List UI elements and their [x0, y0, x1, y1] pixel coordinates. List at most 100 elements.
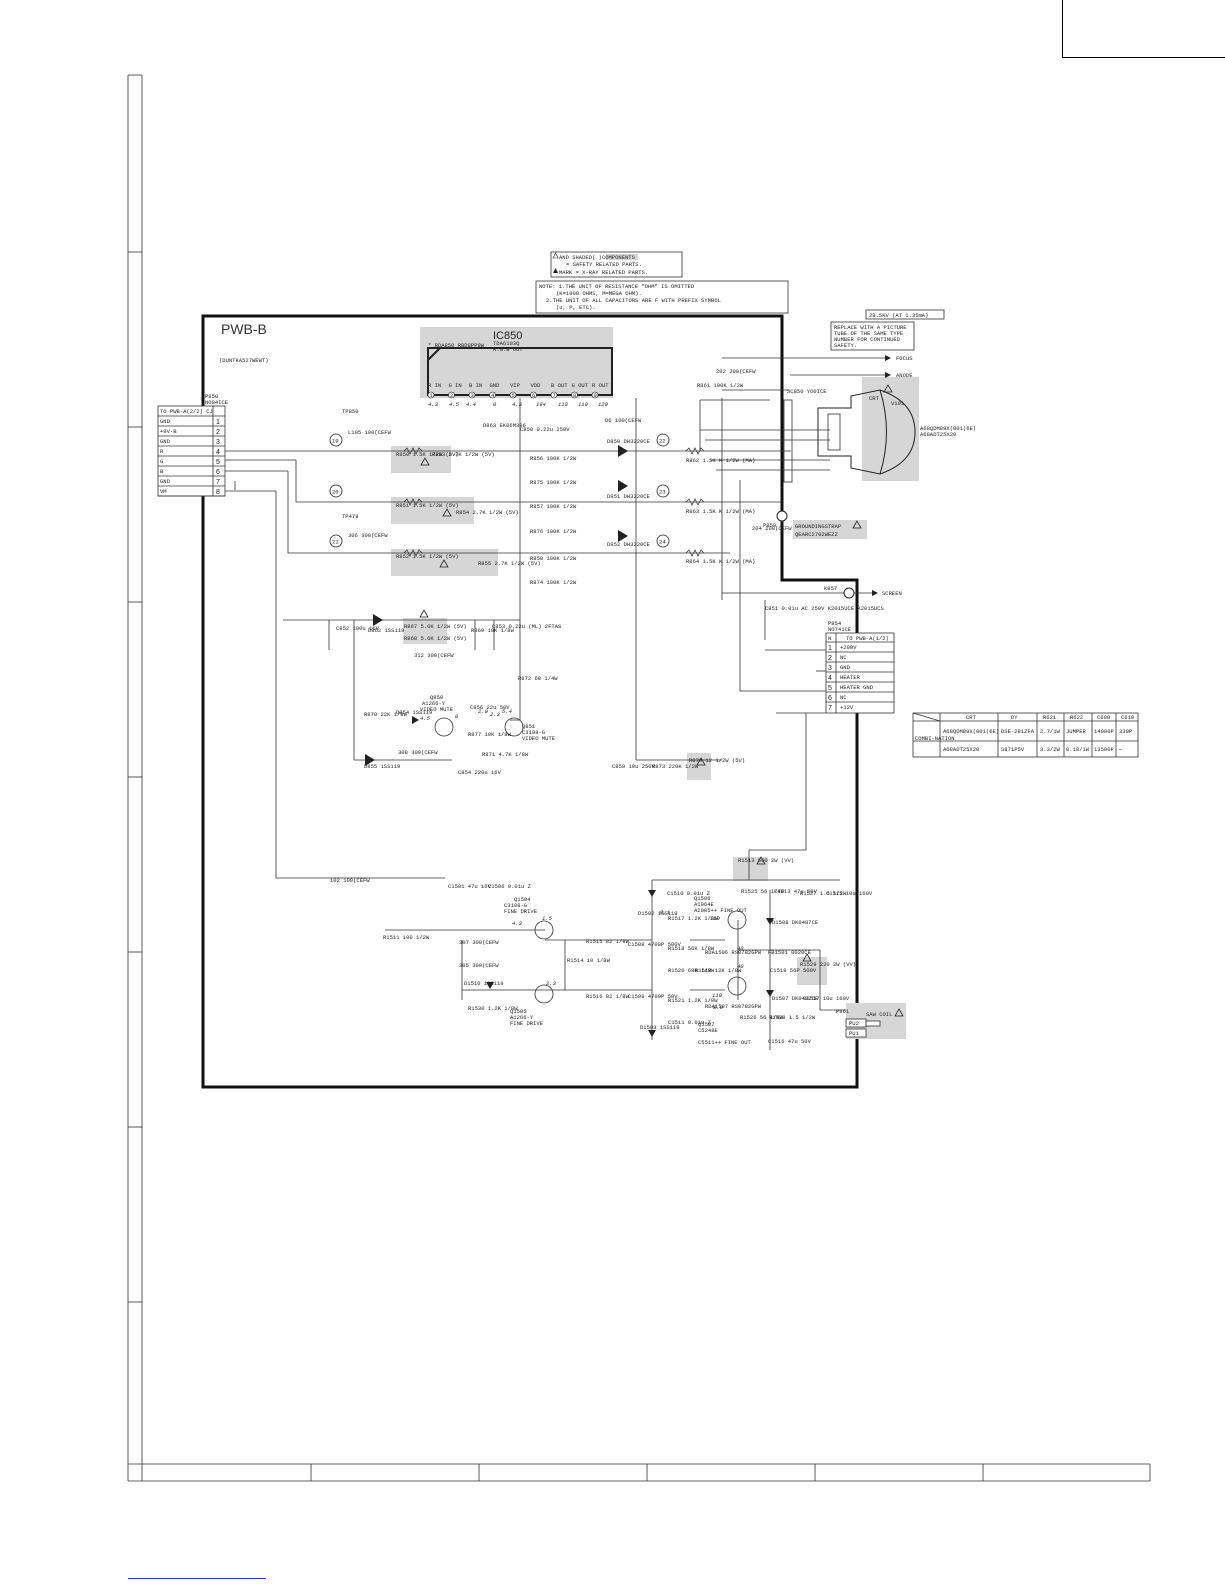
svg-text:C5248E: C5248E [698, 1027, 719, 1034]
p854-signal: HEATER [840, 674, 861, 681]
voltage-reading: 5.4 [502, 708, 512, 715]
test-point-label: 23 [659, 489, 666, 496]
svg-text:D1510 1SS119: D1510 1SS119 [464, 980, 504, 987]
ic850-pin-label: R OUT [592, 382, 609, 389]
svg-text:C1517 10u 160V: C1517 10u 160V [803, 995, 850, 1002]
voltage-reading: 4.5 [420, 715, 431, 722]
svg-text:L105 100(CEFW: L105 100(CEFW [348, 429, 392, 436]
svg-text:REPLACE WITH A PICTURE: REPLACE WITH A PICTURE [834, 324, 907, 331]
svg-text:R877 10K 1/8W: R877 10K 1/8W [468, 731, 512, 738]
svg-text:R873 220K 1/2W: R873 220K 1/2W [652, 763, 699, 770]
svg-text:R621: R621 [1043, 714, 1057, 721]
svg-text:DY: DY [1011, 714, 1018, 721]
svg-text:C859 10u 250V: C859 10u 250V [612, 763, 656, 770]
p850-pin: 7 [216, 479, 220, 486]
ic850-pin [468, 391, 476, 399]
combination-cell: JUMPER [1066, 728, 1087, 735]
note-2b: (u, P, ETC). [556, 304, 596, 311]
part-labels: R850 1.5K 1/2W (5V) R853 2.7K 1/2W (5V) … [330, 368, 885, 1045]
svg-text:SC850 YO0ICE: SC850 YO0ICE [787, 388, 827, 395]
svg-text:306 300(CEFW: 306 300(CEFW [348, 532, 388, 539]
svg-text:R852 1.5K 1/2W (5V): R852 1.5K 1/2W (5V) [396, 553, 459, 560]
svg-text:C851 0.01u AC 250V K2015UCE K2: C851 0.01u AC 250V K2015UCE K2015UCS [765, 605, 885, 612]
voltage-reading: 0.9 [713, 1004, 724, 1011]
ic850-pin-label: G OUT [572, 382, 589, 389]
svg-text:R1519 12K 1/8W: R1519 12K 1/8W [695, 967, 742, 974]
p854-signal: +200V [840, 644, 857, 651]
svg-text:FOCUS: FOCUS [896, 355, 913, 362]
svg-text:V101: V101 [891, 400, 905, 407]
svg-text:R864 1.5K K 1/2W (MA): R864 1.5K K 1/2W (MA) [686, 558, 755, 565]
xray-text: MARK = X-RAY RELATED PARTS. [559, 269, 648, 276]
svg-text:SAFETY.: SAFETY. [834, 342, 857, 349]
svg-text:GROUNDINGSTRAP: GROUNDINGSTRAP [795, 523, 841, 530]
voltage-reading: 40 [737, 963, 744, 970]
svg-text:C3198-G: C3198-G [522, 729, 545, 736]
footer-link[interactable] [128, 1578, 266, 1579]
p850-pin: 2 [216, 429, 220, 436]
wires [225, 389, 846, 1050]
svg-text:C1516 47u 50V: C1516 47u 50V [768, 1038, 812, 1045]
svg-text:A2005++ FINE OUT: A2005++ FINE OUT [694, 907, 748, 914]
svg-text:C609: C609 [1097, 714, 1110, 721]
svg-text:R1521 1.2K 1/8W: R1521 1.2K 1/8W [668, 997, 718, 1004]
svg-text:C5511++ FINE OUT: C5511++ FINE OUT [698, 1039, 752, 1046]
svg-text:Q1505: Q1505 [510, 1008, 527, 1015]
test-point [656, 433, 670, 447]
p854-pin: 3 [828, 665, 832, 672]
p854-pin: 4 [828, 675, 832, 682]
svg-text:C610: C610 [1121, 714, 1134, 721]
svg-text:RDA1506 RS0782GPW: RDA1506 RS0782GPW [705, 949, 762, 956]
hv-leads: FOCUS ANODE SCREEN K857 P859 GROUNDINGST… [722, 355, 913, 599]
voltage-reading: 1.5 [542, 915, 553, 922]
svg-text:D851 DH3220CE: D851 DH3220CE [607, 493, 651, 500]
test-point-label: 19 [332, 438, 339, 445]
svg-text:R1526 56 1/4W: R1526 56 1/4W [740, 1014, 784, 1021]
p850-pin: 4 [216, 449, 220, 456]
p854-signal: NC [840, 654, 847, 661]
p850-pin: 5 [216, 459, 220, 466]
ic850-pin [591, 391, 599, 399]
svg-text:NO84ICE: NO84ICE [205, 399, 229, 406]
svg-text:R1520 68K 1/8W: R1520 68K 1/8W [668, 967, 715, 974]
ic850-pin-label: GND [490, 382, 501, 389]
svg-text:C1518 56P 500V: C1518 56P 500V [770, 967, 817, 974]
voltage-reading: 2.3 [490, 711, 501, 718]
svg-text:312 300(CEFW: 312 300(CEFW [414, 652, 454, 659]
test-point [329, 433, 343, 447]
voltage-reading: 194 [536, 401, 546, 408]
svg-text:A68QDM89X(001(6E): A68QDM89X(001(6E) [920, 425, 976, 432]
voltage-reading: 119 [710, 915, 721, 922]
note-2: 2.THE UNIT OF ALL CAPACITORS ARE F WITH … [546, 297, 721, 304]
svg-text:R871 4.7K 1/8W: R871 4.7K 1/8W [482, 751, 529, 758]
svg-text:CRT: CRT [869, 395, 880, 402]
svg-text:ANODE: ANODE [896, 372, 913, 379]
svg-text:Q1507: Q1507 [698, 1021, 715, 1028]
voltage-reading: 2.3 [546, 980, 557, 987]
svg-text:R857 100K 1/2W: R857 100K 1/2W [530, 503, 577, 510]
ic850-pin-number: 9 [594, 392, 597, 399]
svg-text:R1528 1.5 1/2W: R1528 1.5 1/2W [769, 1014, 816, 1021]
svg-text:C1501 47u 16V: C1501 47u 16V [448, 883, 492, 890]
svg-text:C1513 47u 50V: C1513 47u 50V [774, 888, 818, 895]
svg-text:R862 1.5K K 1/2W (MA): R862 1.5K K 1/2W (MA) [686, 457, 755, 464]
svg-text:D1503 1SS119: D1503 1SS119 [640, 1024, 680, 1031]
test-point-label: 21 [332, 539, 339, 546]
svg-text:R850 1.5K 1/2W (5V): R850 1.5K 1/2W (5V) [396, 451, 459, 458]
svg-text:PU1: PU1 [849, 1030, 860, 1037]
pwb-b-outline [201, 314, 859, 1089]
svg-text:TO PWB-A(1/2): TO PWB-A(1/2) [846, 635, 889, 642]
svg-text:R876 100K 1/2W: R876 100K 1/2W [530, 528, 577, 535]
component-symbols [365, 445, 774, 1037]
voltage-reading: 2.9 [478, 708, 489, 715]
svg-text:D862 1SS119: D862 1SS119 [368, 627, 404, 634]
svg-text:* RDA850 RBD8PP9W: * RDA850 RBD8PP9W [428, 342, 485, 349]
page-frame [127, 74, 1151, 1482]
svg-text:R861 100K 1/2W: R861 100K 1/2W [697, 382, 744, 389]
svg-text:R1529 220 2W (VV): R1529 220 2W (VV) [800, 961, 856, 968]
board-title: PWB-B [221, 321, 267, 337]
svg-text:R867 5.6K 1/2W (5V): R867 5.6K 1/2W (5V) [404, 623, 467, 630]
voltage-reading: 4.5 [449, 401, 460, 408]
